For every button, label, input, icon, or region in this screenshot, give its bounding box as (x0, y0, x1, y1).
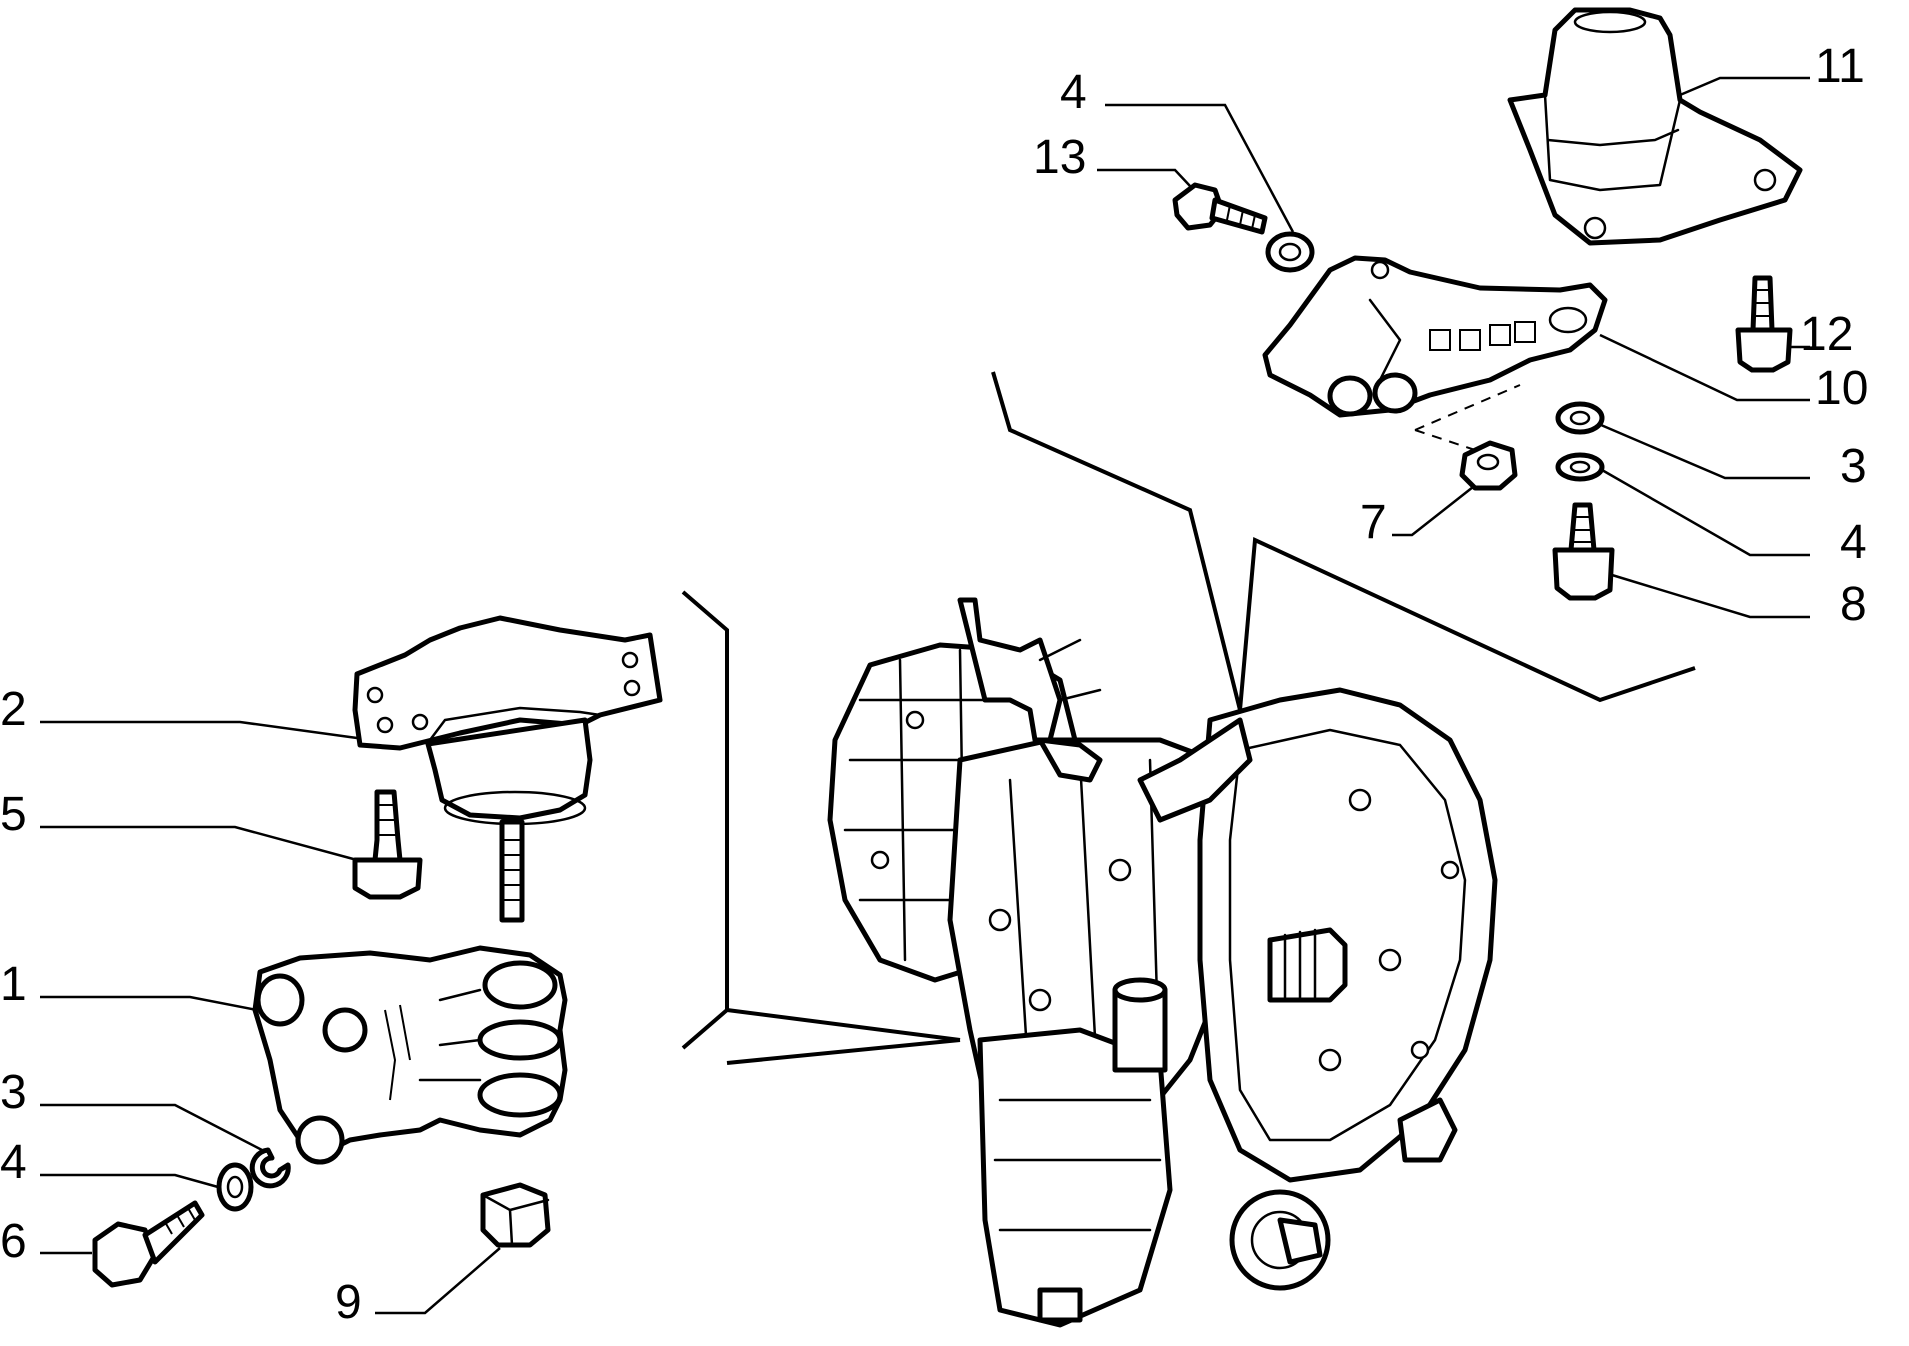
callout-10: 10 (1815, 362, 1868, 415)
leader-lines (40, 76, 1810, 1315)
callout-labels: 2 5 1 3 4 6 9 4 13 11 12 10 3 4 8 7 (0, 40, 1868, 1329)
part-4-washer-right (1555, 452, 1605, 482)
callout-8: 8 (1840, 578, 1867, 631)
part-4-washer-top (1265, 231, 1315, 273)
callout-5: 5 (0, 788, 27, 841)
part-13-bolt (1172, 182, 1268, 235)
part-12-stud-bolt (1735, 275, 1793, 373)
callout-2: 2 (0, 683, 27, 736)
callout-3-right: 3 (1840, 440, 1867, 493)
part-2-engine-mount (352, 615, 663, 923)
callout-11: 11 (1815, 40, 1865, 93)
right-group-bracket (991, 371, 1696, 711)
left-group-bracket (681, 590, 961, 1065)
callout-3-left: 3 (0, 1066, 27, 1119)
part-7-nut (1459, 440, 1518, 491)
part-1-bracket (252, 945, 568, 1165)
callout-9: 9 (335, 1276, 362, 1329)
callout-4-right: 4 (1840, 516, 1867, 569)
part-10-bracket (1262, 255, 1608, 418)
callout-12: 12 (1800, 308, 1853, 361)
callout-4-top: 4 (1060, 66, 1087, 119)
callout-7: 7 (1360, 496, 1387, 549)
callout-1: 1 (0, 958, 27, 1011)
part-6-bolt (92, 1200, 205, 1288)
part-3-lock-washer (249, 1147, 291, 1189)
part-11-engine-mount (1507, 7, 1803, 246)
callout-13: 13 (1033, 131, 1086, 184)
part-3-lock-washer-right (1555, 401, 1605, 435)
part-9-nut (480, 1182, 551, 1248)
part-8-stud-bolt (1552, 502, 1615, 601)
callout-6: 6 (0, 1215, 27, 1268)
part-4-washer (216, 1162, 254, 1212)
gearbox-assembly (827, 597, 1498, 1328)
alignment-dash (1414, 384, 1521, 451)
part-5-stud-bolt (352, 789, 423, 900)
callout-4-left: 4 (0, 1136, 27, 1189)
